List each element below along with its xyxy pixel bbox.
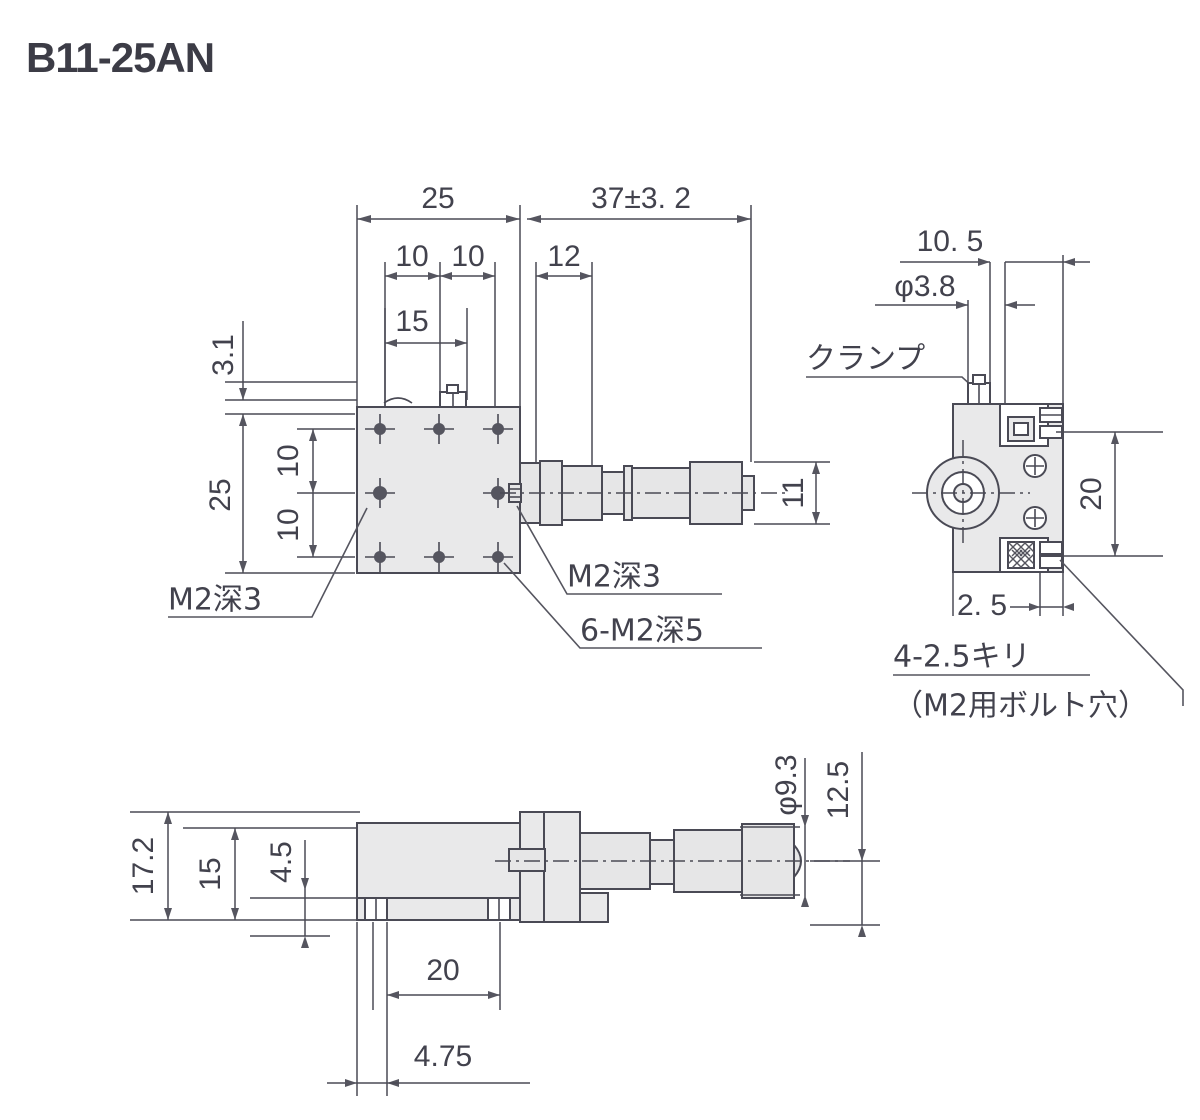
- dimension-label: 17.2: [127, 837, 160, 895]
- dimension-label: 10. 5: [917, 225, 984, 258]
- annotation-drill-holes: 4-2.5キリ （M2用ボルト穴）: [893, 559, 1184, 724]
- dimension-10p5: 10. 5: [900, 225, 1090, 266]
- dimension-3p1-vertical: 3.1: [207, 321, 357, 401]
- dimension-4p75: 4.75: [327, 1040, 530, 1087]
- dimension-label: 12.5: [822, 761, 855, 819]
- annotation-label: M2深3: [567, 560, 661, 595]
- top-view-extension-lines: [356, 205, 752, 470]
- dimension-label: 2. 5: [957, 589, 1007, 622]
- dimension-4p5: 4.5: [265, 840, 309, 948]
- dimension-2p5: 2. 5: [952, 572, 1074, 622]
- dimension-label: φ3.8: [894, 270, 955, 303]
- dimension-label: 10: [395, 240, 428, 273]
- dimension-label: 15: [194, 857, 227, 890]
- dimension-label: 10: [451, 240, 484, 273]
- annotation-label: （M2用ボルト穴）: [893, 689, 1148, 724]
- dimension-label: 10: [272, 444, 305, 477]
- page-title: B11-25AN: [26, 34, 215, 81]
- dimension-17p2: 17.2: [127, 812, 172, 920]
- annotation-label: 6-M2深5: [580, 614, 704, 649]
- annotation-m2-depth3-left: M2深3: [168, 507, 368, 618]
- front-view-body: [356, 811, 850, 923]
- top-clamp-details: [383, 384, 467, 408]
- annotation-6-m2-depth5: 6-M2深5: [503, 562, 762, 649]
- dimension-label: φ9.3: [770, 754, 803, 815]
- top-view: 25 37±3. 2 10 10 12: [168, 182, 830, 649]
- mounting-holes-top: [365, 414, 513, 572]
- dimension-12-horizontal: 12: [536, 240, 592, 280]
- dimension-20-horizontal: 20: [387, 954, 500, 999]
- dimension-10-vertical-a: 10: [272, 428, 355, 494]
- dimension-label: 11: [777, 477, 810, 508]
- dimension-10-b-horizontal: 10: [440, 240, 495, 280]
- front-view-extension-lines: [130, 811, 360, 937]
- dimension-phi3p8: φ3.8: [875, 270, 1035, 309]
- dimension-label: 37±3. 2: [591, 182, 691, 215]
- dimension-label: 25: [421, 182, 454, 215]
- dimension-label: 15: [395, 305, 428, 338]
- front-view: 17.2 15 4.5: [127, 752, 880, 1096]
- dimension-20-vertical: 20: [1056, 431, 1163, 557]
- dimension-label: 3.1: [207, 334, 240, 376]
- dimension-label: 12: [547, 240, 580, 273]
- annotation-label: M2深3: [168, 583, 262, 618]
- dimension-37-horizontal: 37±3. 2: [527, 182, 751, 223]
- dimension-label: 4.75: [414, 1040, 472, 1073]
- side-view-body: [912, 374, 1064, 573]
- dimension-12p5: 12.5: [810, 752, 880, 937]
- dimension-15-vertical: 15: [194, 828, 239, 920]
- dimension-label: 25: [204, 478, 237, 511]
- dimension-11-vertical: 11: [754, 461, 830, 525]
- annotation-label: 4-2.5キリ: [893, 640, 1031, 675]
- dimension-phi9p3: φ9.3: [740, 754, 809, 907]
- annotation-label: クランプ: [806, 342, 925, 377]
- dimension-15-horizontal: 15: [385, 305, 467, 347]
- dimension-label: 20: [426, 954, 459, 987]
- dimension-25-vertical: 25: [204, 413, 355, 574]
- dimension-10-a-horizontal: 10: [385, 240, 440, 280]
- micrometer-head-top: [500, 460, 790, 526]
- dimension-label: 20: [1075, 477, 1108, 510]
- side-view: 10. 5 φ3.8 クランプ: [806, 225, 1184, 724]
- annotation-m2-depth3-right: M2深3: [516, 505, 722, 595]
- dimension-label: 4.5: [265, 841, 298, 883]
- dimension-25-horizontal: 25: [357, 182, 520, 223]
- dimension-label: 10: [272, 508, 305, 541]
- dimension-10-vertical-b: 10: [272, 493, 355, 558]
- annotation-clamp: クランプ: [806, 342, 986, 399]
